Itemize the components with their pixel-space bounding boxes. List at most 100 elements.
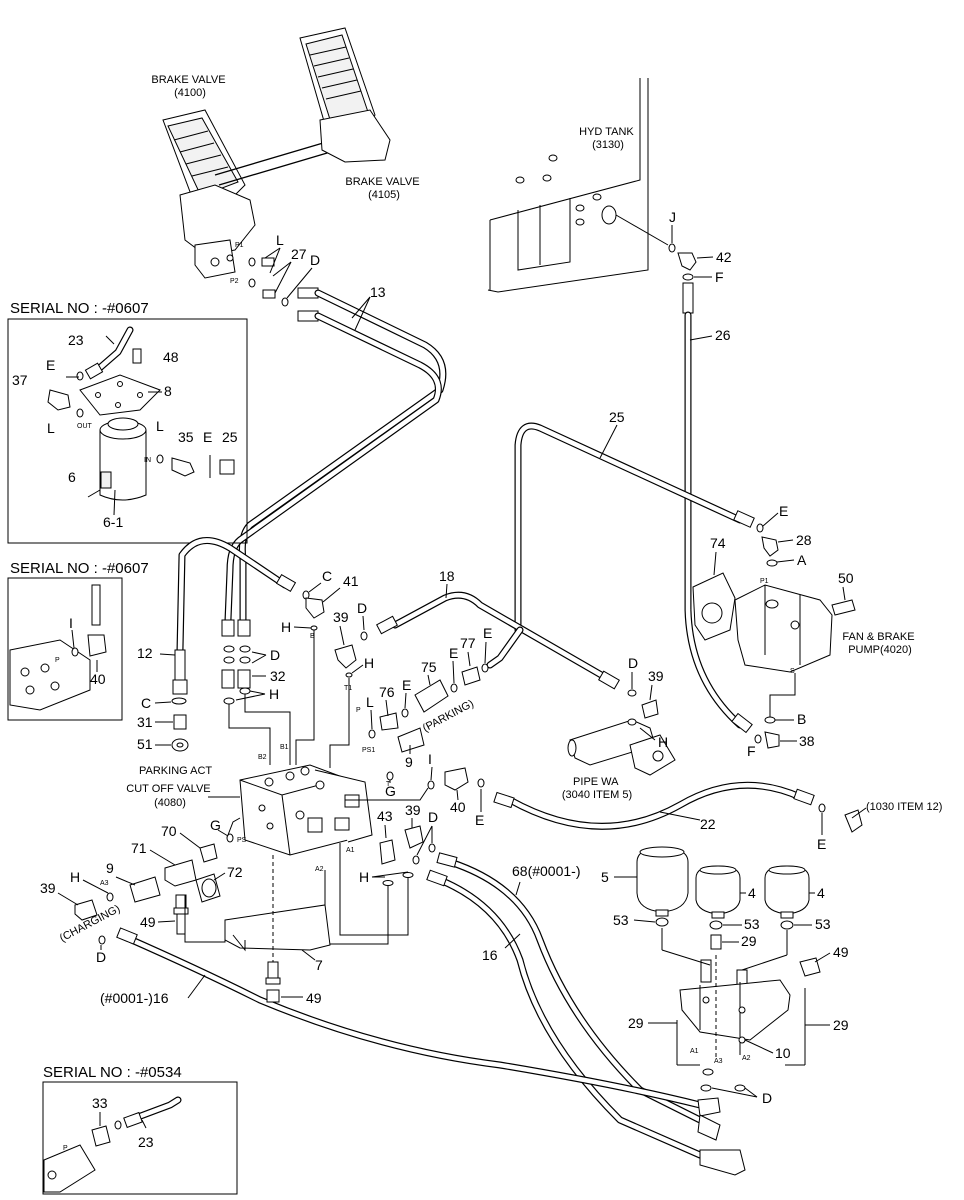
inset2-title: SERIAL NO : -#0607 bbox=[10, 560, 149, 577]
callout-e-25: E bbox=[779, 503, 788, 519]
port-ps-label: PS bbox=[237, 837, 247, 844]
callout-51: 51 bbox=[137, 736, 153, 752]
brake-valve-4100-label: BRAKE VALVE (4100) bbox=[151, 74, 228, 99]
inset3-label-23: 23 bbox=[138, 1134, 154, 1150]
callout-i: I bbox=[428, 751, 432, 767]
lower-left-fittings bbox=[74, 817, 331, 1003]
callout-49-left: 49 bbox=[140, 914, 156, 930]
callout-e-40: E bbox=[475, 812, 484, 828]
inset1-label-6: 6 bbox=[68, 469, 76, 485]
brake-valve-4100-line1: BRAKE VALVE bbox=[151, 74, 225, 86]
callout-d-pipe: D bbox=[628, 655, 638, 671]
parking-act-label: PARKING ACT bbox=[139, 765, 212, 777]
callout-49-right: 49 bbox=[833, 944, 849, 960]
callout-42: 42 bbox=[716, 249, 732, 265]
pump-port-s: S bbox=[790, 668, 795, 675]
central-fittings bbox=[221, 619, 291, 765]
callout-43: 43 bbox=[377, 808, 393, 824]
inset3-label-33: 33 bbox=[92, 1095, 108, 1111]
callout-25: 25 bbox=[609, 409, 625, 425]
hose-25 bbox=[514, 422, 755, 634]
port-a3-accum: A3 bbox=[714, 1058, 723, 1065]
callout-68: 68(#0001-) bbox=[512, 863, 581, 879]
hyd-tank-label: HYD TANK (3130) bbox=[579, 126, 637, 151]
callout-53-mid: 53 bbox=[744, 916, 760, 932]
callout-76: 76 bbox=[379, 684, 395, 700]
callout-41: 41 bbox=[343, 573, 359, 589]
hose-22 bbox=[493, 781, 815, 830]
callout-26: 26 bbox=[715, 327, 731, 343]
callout-71: 71 bbox=[131, 840, 147, 856]
callout-77: 77 bbox=[460, 635, 476, 651]
callout-40: 40 bbox=[450, 799, 466, 815]
callout-e-parking3: E bbox=[402, 677, 411, 693]
callout-38: 38 bbox=[799, 733, 815, 749]
pump-port-p1: P1 bbox=[760, 578, 769, 585]
inset1-label-6-1: 6-1 bbox=[103, 514, 123, 530]
port-t1-label: T1 bbox=[344, 685, 352, 692]
callout-d-18: D bbox=[357, 600, 367, 616]
cut-off-valve: B2 B1 PS A1 A2 T bbox=[237, 744, 391, 873]
callout-h-pipe: H bbox=[658, 734, 668, 750]
callout-l-top: L bbox=[276, 232, 284, 248]
port-p2-label: P2 bbox=[230, 278, 239, 285]
inset1-label-out: OUT bbox=[77, 423, 93, 430]
callout-4-mid: 4 bbox=[748, 885, 756, 901]
inset1-label-in: IN bbox=[144, 457, 151, 464]
callout-16-left: (#0001-)16 bbox=[100, 990, 169, 1006]
callout-e-parking2: E bbox=[449, 645, 458, 661]
port-ps1-label: PS1 bbox=[362, 747, 375, 754]
callout-27: 27 bbox=[291, 246, 307, 262]
callout-9-lower: 9 bbox=[106, 860, 114, 876]
callout-d-accum: D bbox=[762, 1090, 772, 1106]
callout-72: 72 bbox=[227, 864, 243, 880]
port-a2-label: A2 bbox=[315, 866, 324, 873]
pump-label-line1: FAN & BRAKE bbox=[842, 631, 914, 643]
port-p1-label: P1 bbox=[235, 242, 244, 249]
inset1-label-35: 35 bbox=[178, 429, 194, 445]
callout-h-lower: H bbox=[359, 869, 369, 885]
inset1-label-l1: L bbox=[47, 420, 55, 436]
callout-l-mid: L bbox=[366, 694, 374, 710]
inset1-label-l2: L bbox=[156, 418, 164, 434]
hose-12 bbox=[159, 537, 297, 695]
pipe-wa bbox=[567, 689, 676, 776]
callout-a: A bbox=[797, 552, 807, 568]
inset2-label-i: I bbox=[69, 615, 73, 631]
port-a3-left: A3 bbox=[100, 880, 109, 887]
callout-g-lower: G bbox=[210, 817, 221, 833]
pump-label-line2: PUMP(4020) bbox=[848, 644, 912, 656]
port-a1-label: A1 bbox=[346, 847, 355, 854]
callout-39-left: 39 bbox=[40, 880, 56, 896]
cut-off-valve-line2: (4080) bbox=[154, 797, 186, 809]
callout-39-lower: 39 bbox=[405, 802, 421, 818]
pipe-wa-line1: PIPE WA bbox=[573, 776, 619, 788]
inset1-label-e1: E bbox=[46, 357, 55, 373]
callout-49-bottom: 49 bbox=[306, 990, 322, 1006]
pipe-wa-line2: (3040 ITEM 5) bbox=[562, 789, 632, 801]
hoses-16-68 bbox=[116, 852, 746, 1176]
inset3-label-p: P bbox=[63, 1145, 68, 1152]
callout-e-22: E bbox=[817, 836, 826, 852]
inset-serial-0534 bbox=[42, 1081, 238, 1195]
callout-d-lower: D bbox=[428, 809, 438, 825]
callout-53-right: 53 bbox=[815, 916, 831, 932]
callout-29-top: 29 bbox=[741, 933, 757, 949]
port-a2-accum: A2 bbox=[742, 1055, 751, 1062]
hyd-tank bbox=[487, 78, 697, 293]
callout-29-left: 29 bbox=[628, 1015, 644, 1031]
pipe-wa-label: PIPE WA (3040 ITEM 5) bbox=[562, 776, 632, 801]
inset1-title: SERIAL NO : -#0607 bbox=[10, 300, 149, 317]
inset1-label-8: 8 bbox=[164, 383, 172, 399]
callout-12: 12 bbox=[137, 645, 153, 661]
callout-18: 18 bbox=[439, 568, 455, 584]
fan-brake-pump: P1 S bbox=[692, 572, 856, 718]
brake-valve-assembly: P1 P2 bbox=[162, 27, 391, 285]
callout-d-central: D bbox=[270, 647, 280, 663]
callout-c-left: C bbox=[141, 695, 151, 711]
callout-d-left: D bbox=[96, 949, 106, 965]
callout-d-top: D bbox=[310, 252, 320, 268]
callout-32: 32 bbox=[270, 668, 286, 684]
inset1-label-25: 25 bbox=[222, 429, 238, 445]
inset1-label-37: 37 bbox=[12, 372, 28, 388]
